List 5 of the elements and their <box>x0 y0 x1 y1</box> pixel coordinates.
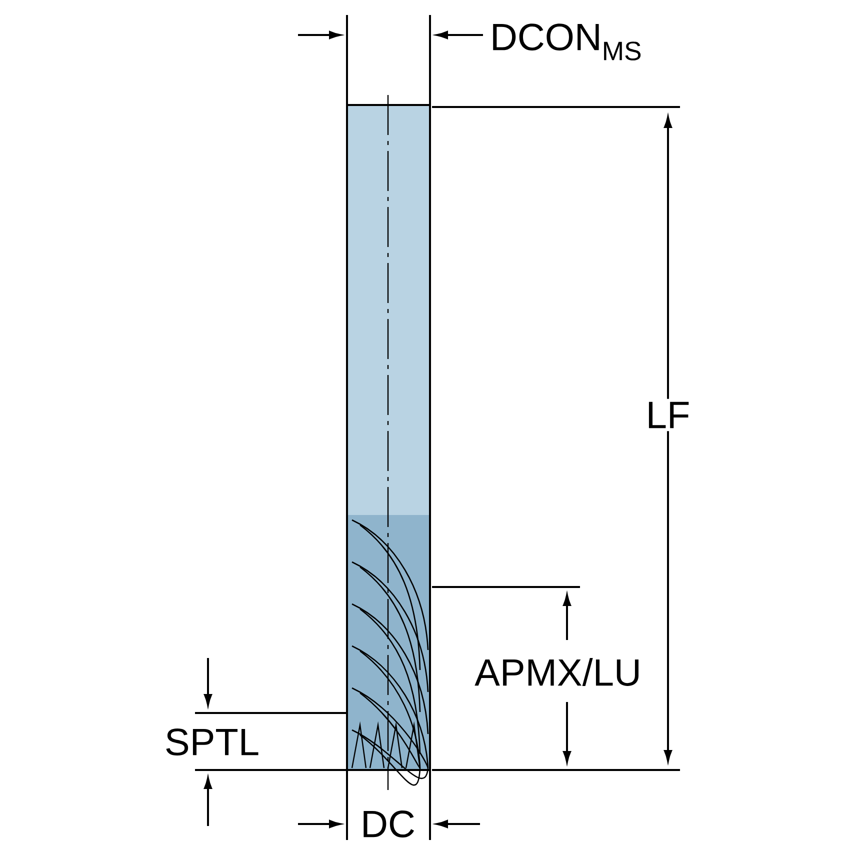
dimension-label: APMX/LU <box>472 655 644 689</box>
dimension-label: LF <box>642 398 694 432</box>
dimension-label: SPTL <box>166 728 258 756</box>
dimension-label: DC <box>364 810 414 838</box>
dimension-label: DCON$_{MS}$ <box>493 24 641 60</box>
